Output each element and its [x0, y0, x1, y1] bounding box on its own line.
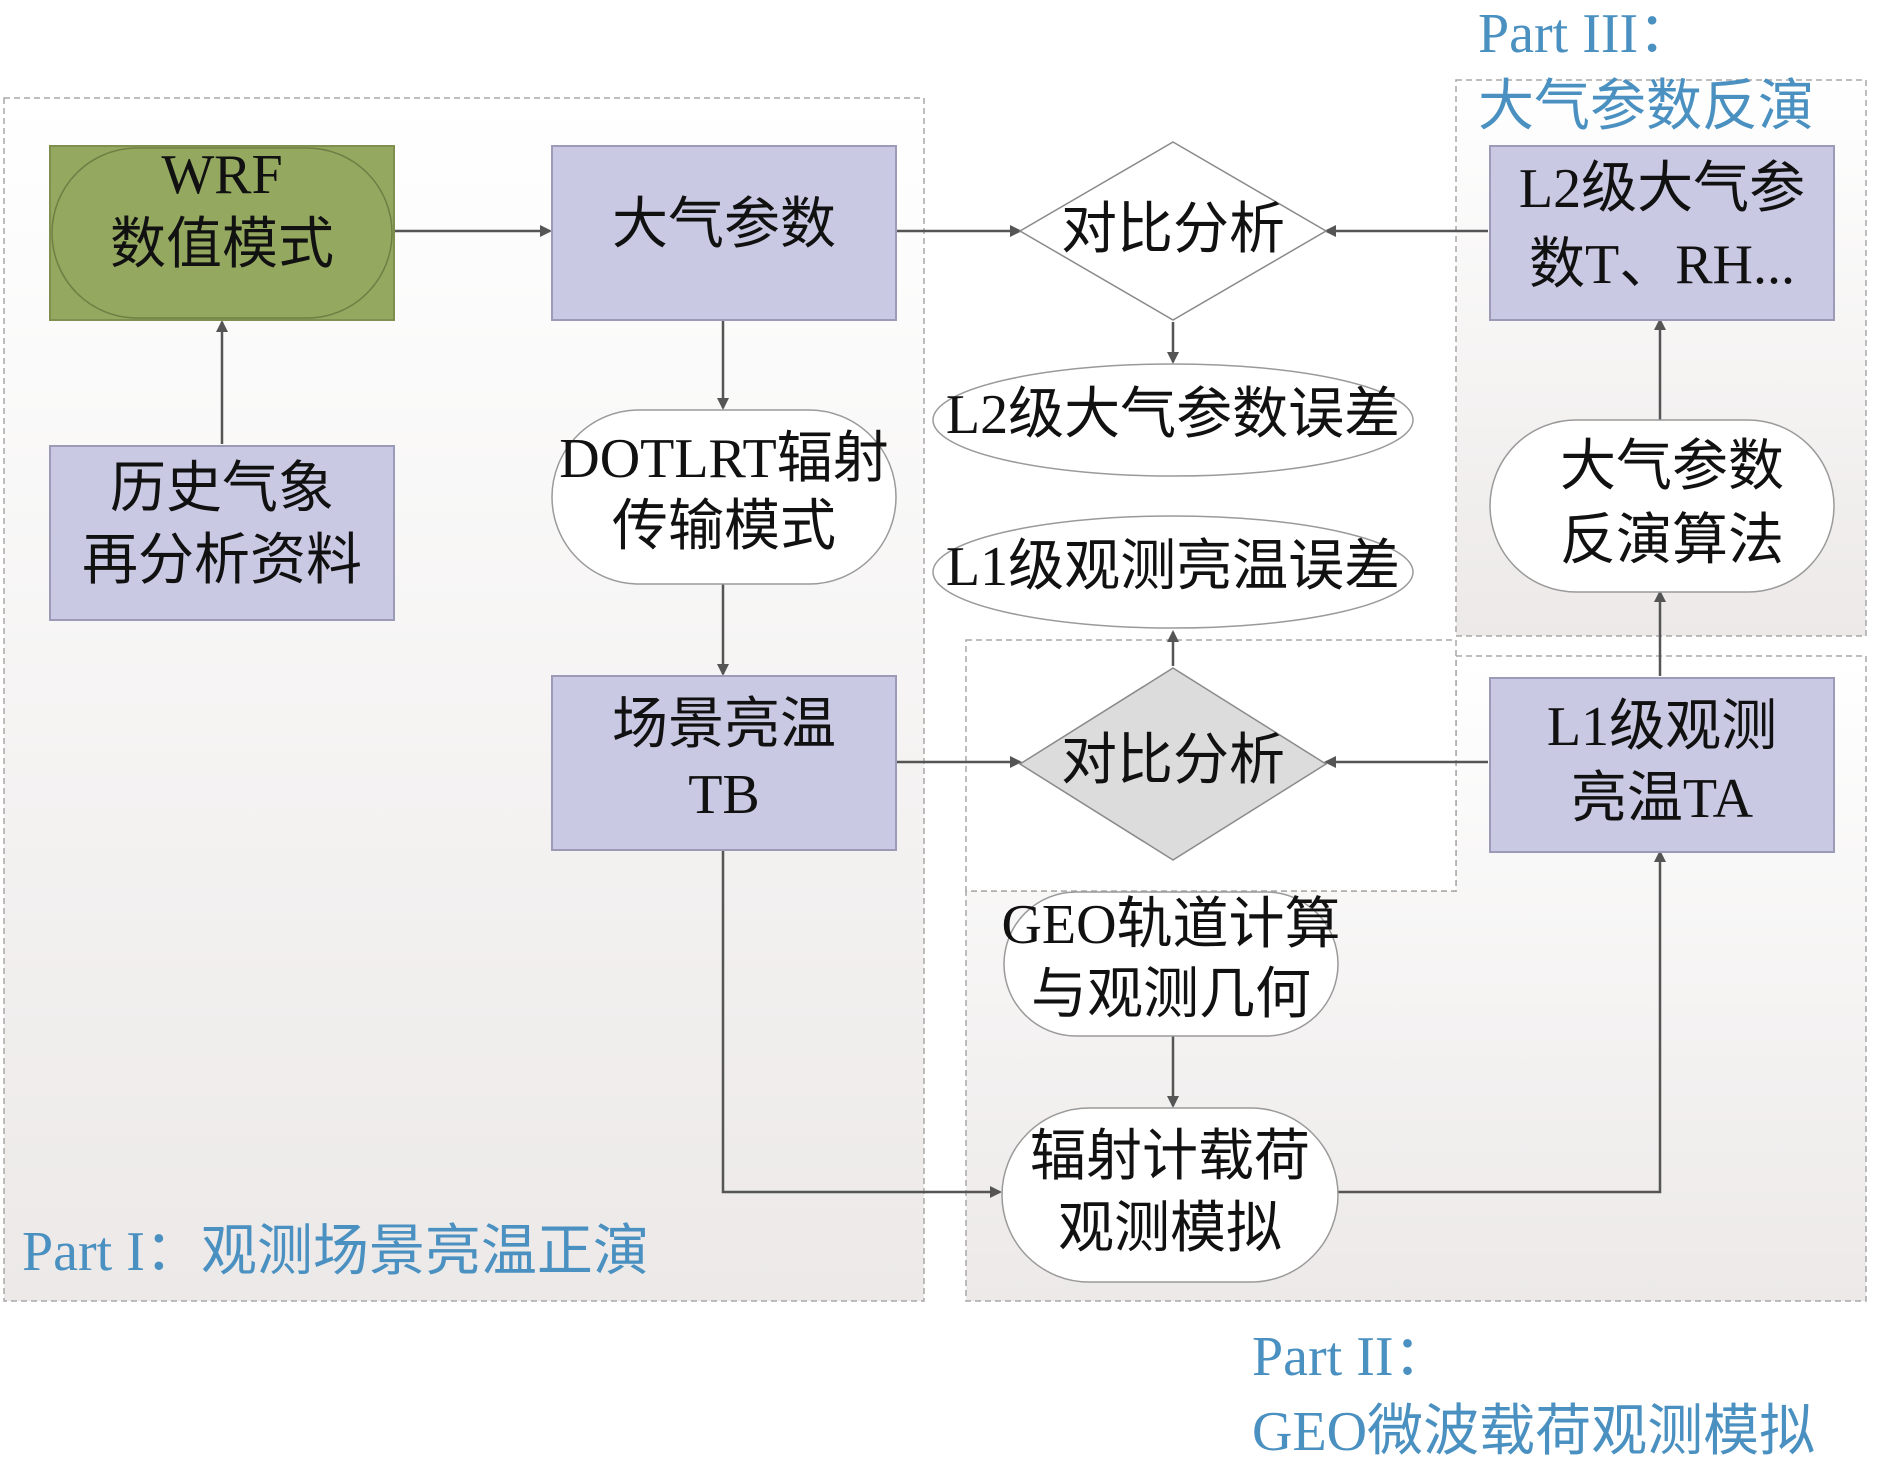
node-retrieval: 大气参数 反演算法	[1489, 419, 1835, 593]
part3-title-line1: Part III：	[1478, 3, 1694, 65]
l2-params-line1: L2级大气参	[1519, 158, 1805, 220]
node-l1-ta: L1级观测 亮温TA	[1489, 677, 1835, 853]
retrieval-line2: 反演算法	[1560, 510, 1784, 572]
node-scene-tb: 场景亮温 TB	[551, 675, 897, 851]
history-line1: 历史气象	[110, 458, 334, 520]
radiometer-line1: 辐射计载荷	[1030, 1126, 1310, 1188]
part3-title-line2: 大气参数反演	[1478, 76, 1814, 138]
node-history: 历史气象 再分析资料	[49, 445, 395, 621]
node-l2-params: L2级大气参 数T、RH...	[1489, 145, 1835, 321]
l2-error-label: L2级大气参数误差	[946, 384, 1400, 446]
arrow-scenetb-to-radiometer	[721, 848, 1002, 1198]
node-compare-top: 对比分析	[1018, 141, 1328, 321]
wrf-line2: 数值模式	[110, 214, 334, 276]
arrow-radiometer-to-l1ta	[1338, 850, 1666, 1194]
dotlrt-line1: DOTLRT辐射	[559, 428, 889, 490]
scene-tb-line1: 场景亮温	[612, 694, 836, 756]
wrf-line1: WRF	[161, 144, 282, 206]
geo-orbit-line2: 与观测几何	[1031, 964, 1311, 1026]
scene-tb-line2: TB	[688, 764, 760, 826]
part1-title: Part I：观测场景亮温正演	[22, 1221, 649, 1283]
l2-params-line2: 数T、RH...	[1529, 234, 1795, 296]
node-geo-orbit: GEO轨道计算 与观测几何	[1001, 891, 1341, 1037]
atmos-params-label: 大气参数	[612, 194, 836, 256]
node-wrf: WRF 数值模式	[49, 144, 395, 321]
node-l2-error: L2级大气参数误差	[932, 363, 1414, 477]
compare-top-label: 对比分析	[1061, 199, 1285, 261]
node-radiometer: 辐射计载荷 观测模拟	[1001, 1107, 1339, 1283]
node-atmos-params: 大气参数	[551, 145, 897, 321]
dotlrt-line2: 传输模式	[612, 496, 836, 558]
node-compare-bottom: 对比分析	[1018, 667, 1328, 861]
radiometer-line2: 观测模拟	[1058, 1198, 1282, 1260]
retrieval-line1: 大气参数	[1560, 436, 1784, 498]
node-l1-error: L1级观测亮温误差	[932, 515, 1414, 629]
history-line2: 再分析资料	[82, 530, 362, 592]
l1-error-label: L1级观测亮温误差	[946, 536, 1400, 598]
node-dotlrt: DOTLRT辐射 传输模式	[551, 409, 897, 585]
l1-ta-line1: L1级观测	[1547, 696, 1777, 758]
part2-title-line2: GEO微波载荷观测模拟	[1252, 1401, 1815, 1463]
geo-orbit-line1: GEO轨道计算	[1001, 894, 1340, 956]
connectors	[216, 225, 1666, 1198]
part2-title-line1: Part II：	[1252, 1326, 1450, 1388]
compare-bottom-label: 对比分析	[1061, 730, 1285, 792]
l1-ta-line2: 亮温TA	[1571, 768, 1754, 830]
